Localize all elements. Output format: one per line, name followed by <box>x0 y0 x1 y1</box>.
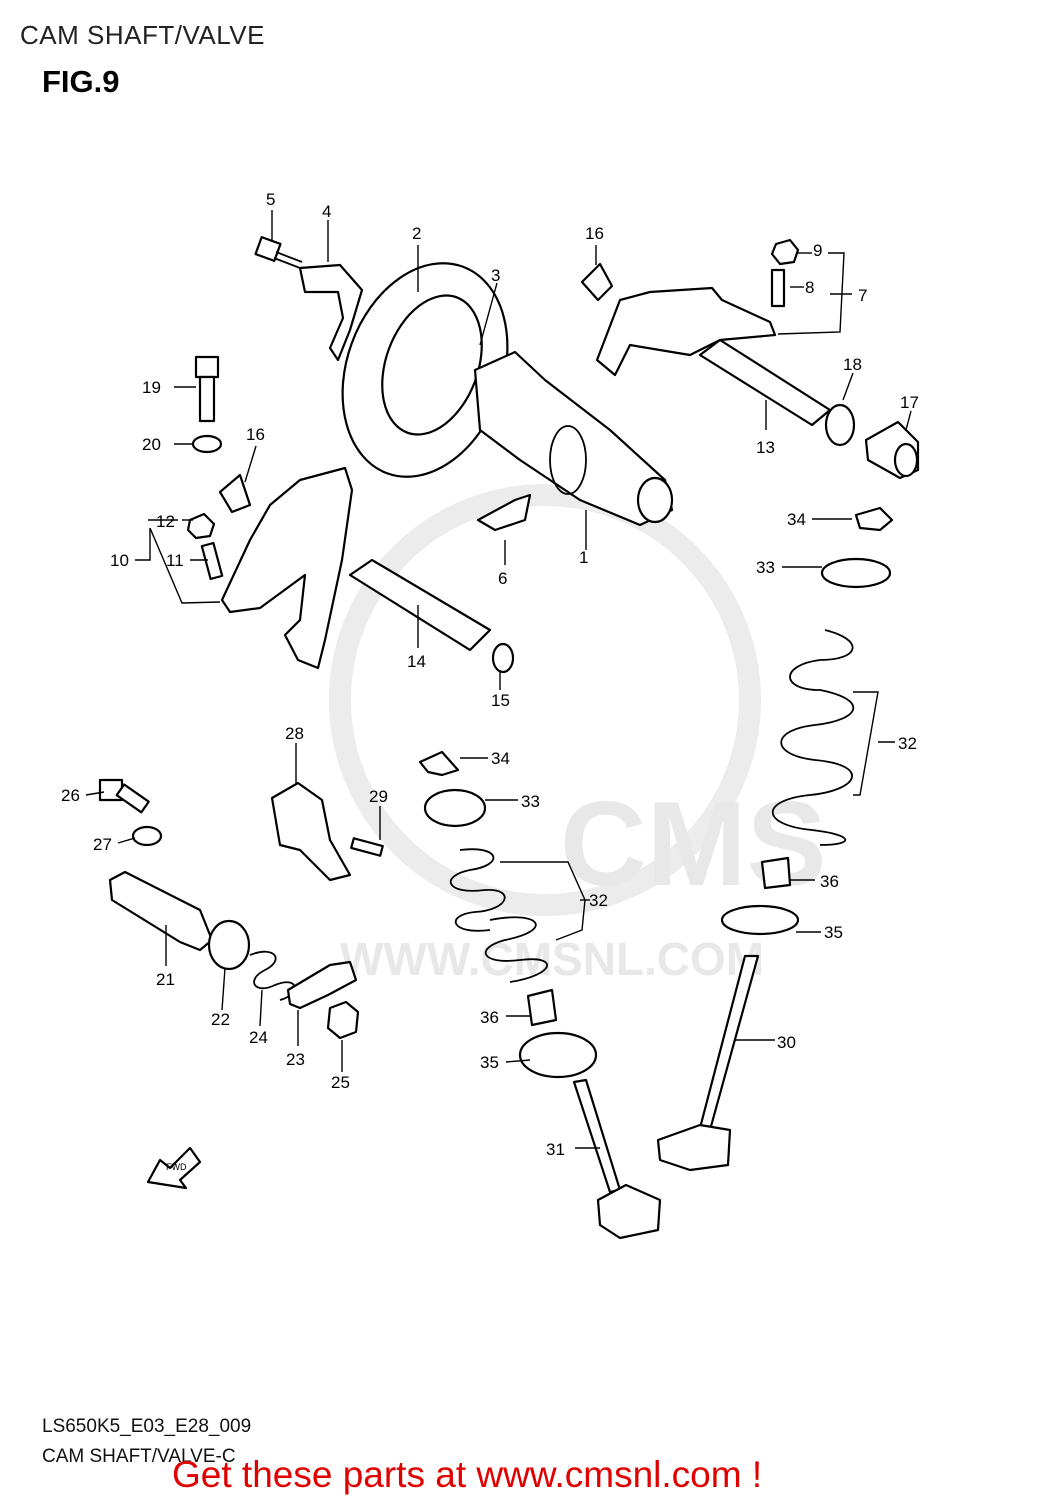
callout-15: 15 <box>491 691 510 710</box>
callout-13: 13 <box>756 438 775 457</box>
callout-23: 23 <box>286 1050 305 1069</box>
plate-lower-part <box>218 473 252 514</box>
callout-33-upper: 33 <box>756 558 775 577</box>
callout-36-right: 36 <box>820 872 839 891</box>
rocker-arm-lower-part <box>220 466 354 670</box>
washer-27-part <box>131 825 163 847</box>
callout-35-left: 35 <box>480 1053 499 1072</box>
spring-seat-left-part <box>518 1031 598 1079</box>
watermark-logo-text: CMS <box>560 777 827 911</box>
nut-25-part <box>326 1000 360 1040</box>
figure-label: FIG.9 <box>42 64 120 99</box>
spring-right-part <box>771 629 855 846</box>
callout-25: 25 <box>331 1073 350 1092</box>
screw-29-part <box>350 837 384 857</box>
callout-4: 4 <box>322 202 331 221</box>
callout-7: 7 <box>858 286 867 305</box>
cotter-upper-part <box>854 506 894 532</box>
page-title: CAM SHAFT/VALVE <box>20 20 265 50</box>
cta-link[interactable]: Get these parts at www.cmsnl.com ! <box>172 1454 763 1495</box>
bolt-part <box>254 236 303 269</box>
callout-14: 14 <box>407 652 426 671</box>
cam-sprocket-part <box>341 262 509 478</box>
diagram-code: LS650K5_E03_E28_009 <box>42 1416 252 1437</box>
callout-16-upper: 16 <box>585 224 604 243</box>
callout-29: 29 <box>369 787 388 806</box>
rocker-shaft-14-part <box>348 558 492 652</box>
washer-20-part <box>191 434 223 454</box>
spring-left-part <box>449 848 549 983</box>
callout-5: 5 <box>266 190 275 209</box>
stem-seal-right-part <box>760 856 792 890</box>
screw-11-part <box>200 541 224 581</box>
callout-11: 11 <box>166 551 184 570</box>
callout-26: 26 <box>61 786 80 805</box>
callout-17: 17 <box>900 393 919 412</box>
callout-34-upper: 34 <box>787 510 806 529</box>
callout-33-lower: 33 <box>521 792 540 811</box>
callout-9: 9 <box>813 241 822 260</box>
callout-34-lower: 34 <box>491 749 510 768</box>
callout-16-lower: 16 <box>246 425 265 444</box>
shaft-21-part <box>108 870 214 952</box>
callout-numbers: 1 2 3 4 5 6 7 8 9 10 11 12 13 14 15 16 1… <box>61 190 919 1159</box>
callout-1: 1 <box>579 548 588 567</box>
callout-18: 18 <box>843 355 862 374</box>
callout-28: 28 <box>285 724 304 743</box>
bush-part <box>207 919 251 971</box>
callout-6: 6 <box>498 569 507 588</box>
rocker-shaft-part <box>698 338 832 427</box>
callout-10: 10 <box>110 551 129 570</box>
fwd-arrow-icon: FWD <box>146 1146 202 1190</box>
stem-seal-left-part <box>526 988 558 1027</box>
callout-36-left: 36 <box>480 1008 499 1027</box>
callout-32-left: 32 <box>589 891 608 910</box>
callout-27: 27 <box>93 835 112 854</box>
callout-35-right: 35 <box>824 923 843 942</box>
leader-lines <box>85 210 912 1149</box>
callout-8: 8 <box>805 278 814 297</box>
valve-31-part <box>572 1078 662 1240</box>
retainer-upper-part <box>820 557 892 589</box>
callout-21: 21 <box>156 970 175 989</box>
bolt-26-part <box>98 778 150 814</box>
callout-3: 3 <box>491 266 500 285</box>
rocker-arm-upper-part <box>595 286 777 377</box>
watermark-logo: CMS WWW.CMSNL.COM <box>329 484 827 985</box>
plug-part <box>864 420 920 480</box>
key-part <box>476 493 532 532</box>
callout-2: 2 <box>412 224 421 243</box>
watermark-url-text: WWW.CMSNL.COM <box>340 933 764 985</box>
retainer-left-part <box>423 788 487 828</box>
stopper-part <box>270 781 352 882</box>
plate-23-part <box>286 960 358 1010</box>
bolt-19-part <box>194 355 220 423</box>
diagram-name: CAM SHAFT/VALVE-C <box>42 1446 236 1467</box>
plate-part <box>580 262 614 302</box>
o-ring-part <box>491 642 515 674</box>
callout-30: 30 <box>777 1033 796 1052</box>
washer-part <box>824 403 856 447</box>
callout-12: 12 <box>156 512 175 531</box>
spring-seat-right-part <box>720 904 800 936</box>
bracket-part <box>298 263 364 362</box>
valve-30-part <box>656 954 760 1172</box>
callout-32-right: 32 <box>898 734 917 753</box>
fwd-label: FWD <box>166 1162 187 1172</box>
callout-24: 24 <box>249 1028 268 1047</box>
callout-19: 19 <box>142 378 161 397</box>
callout-20: 20 <box>142 435 161 454</box>
callout-31: 31 <box>546 1140 565 1159</box>
nut-12-part <box>186 512 216 540</box>
camshaft-part <box>473 350 674 527</box>
cotter-left-part <box>418 750 460 777</box>
callout-22: 22 <box>211 1010 230 1029</box>
adjuster-screw-part <box>770 268 786 308</box>
nut-part <box>770 238 800 266</box>
